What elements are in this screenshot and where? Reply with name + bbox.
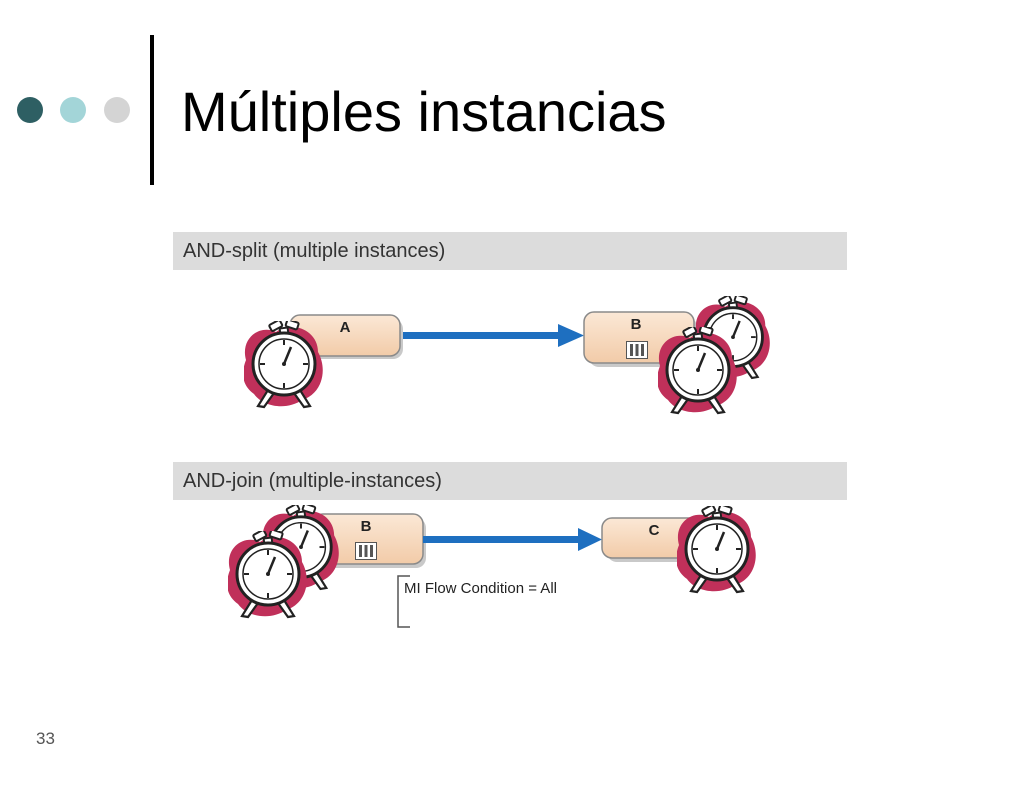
task-b-label: B [631, 316, 642, 333]
mi-flow-condition-label: MI Flow Condition = All [404, 580, 557, 597]
task-b-join-label: B [361, 518, 372, 535]
task-a-label: A [340, 319, 351, 336]
task-c-label: C [649, 522, 660, 539]
mi-flow-condition-annotation: MI Flow Condition = All [397, 575, 557, 628]
section-heading-and-split: AND-split (multiple instances) [173, 232, 847, 270]
section-heading-and-join: AND-join (multiple-instances) [173, 462, 847, 500]
page-number: 33 [36, 729, 55, 748]
task-b-join: B [312, 513, 426, 568]
multi-instance-marker-icon [626, 341, 648, 359]
title-divider [150, 35, 154, 185]
bullet-dot-dark [17, 97, 43, 123]
flow-arrow-b-to-c [423, 528, 602, 551]
bullet-dot-gray [104, 97, 130, 123]
bullet-dot-light [60, 97, 86, 123]
page-title: Múltiples instancias [181, 80, 667, 143]
multi-instance-marker-icon [355, 542, 377, 560]
flow-arrow-a-to-b [403, 324, 584, 347]
task-a: A [289, 314, 403, 359]
